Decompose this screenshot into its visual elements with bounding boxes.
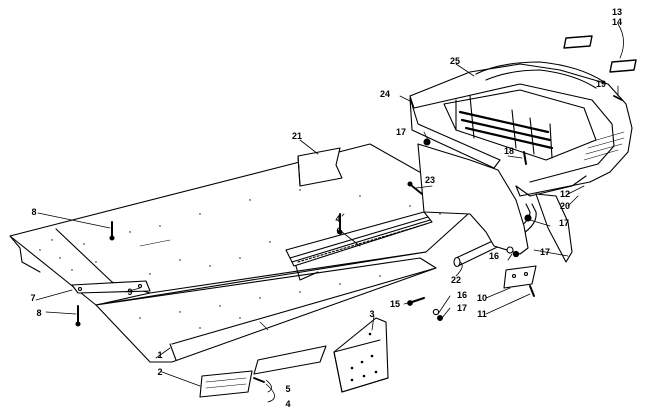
callout-9: 9	[127, 287, 133, 297]
callout-8a: 8	[31, 207, 37, 217]
callout-7: 7	[30, 293, 36, 303]
mounting-bracket	[333, 317, 389, 393]
callout-23: 23	[424, 175, 436, 185]
callout-22: 22	[450, 275, 462, 285]
callout-11: 11	[477, 309, 487, 319]
fastener-nut-16b	[432, 308, 443, 321]
callout-5: 5	[285, 384, 291, 394]
callout-10: 10	[476, 293, 488, 303]
callout-14: 14	[611, 17, 623, 27]
callout-13: 13	[611, 7, 623, 17]
callout-20: 20	[559, 201, 571, 211]
axle-bracket	[503, 265, 537, 289]
fastener-bolt-11	[529, 285, 535, 297]
decal-plates	[563, 35, 637, 73]
flap-plate	[253, 345, 327, 375]
callout-8b: 8	[36, 308, 42, 318]
callout-12: 12	[559, 189, 571, 199]
callout-17b: 17	[456, 303, 468, 313]
fastener-nut-17c	[524, 214, 532, 222]
rear-snow-flap	[417, 143, 573, 263]
leader-lines	[35, 23, 624, 403]
callout-6: 6	[336, 226, 342, 236]
small-rail	[71, 280, 151, 294]
callout-24: 24	[379, 89, 391, 99]
fastener-bolt-18	[523, 151, 527, 165]
callout-15: 15	[389, 299, 401, 309]
callout-3: 3	[369, 309, 375, 319]
snow-flap	[199, 370, 253, 398]
rear-bumper	[409, 61, 633, 197]
callout-16a: 16	[488, 251, 500, 261]
callout-19: 19	[595, 79, 607, 89]
callout-4a: 4	[335, 214, 341, 224]
callout-16b: 16	[456, 290, 468, 300]
fastener-nut-16a	[506, 246, 520, 258]
fastener-bolt-23	[407, 181, 423, 195]
callout-17c: 17	[558, 218, 570, 228]
callout-4b: 4	[285, 399, 291, 409]
front-bracket	[297, 147, 343, 187]
side-rail	[95, 257, 437, 363]
fastener-bolt-4b	[253, 377, 265, 383]
fastener-bolt-8b	[75, 305, 81, 327]
callout-25: 25	[449, 56, 461, 66]
callout-17a: 17	[395, 127, 407, 137]
fastener-bolt-19	[613, 95, 623, 101]
callout-2: 2	[157, 367, 163, 377]
reinforcement-channel	[285, 211, 433, 281]
fastener-bolt-8a	[109, 221, 115, 241]
callout-1: 1	[157, 350, 163, 360]
callout-17d: 17	[539, 247, 551, 257]
callout-21: 21	[291, 131, 303, 141]
fastener-bolt-15	[407, 297, 425, 306]
fastener-nut-17a	[423, 138, 431, 146]
callout-18: 18	[503, 146, 515, 156]
